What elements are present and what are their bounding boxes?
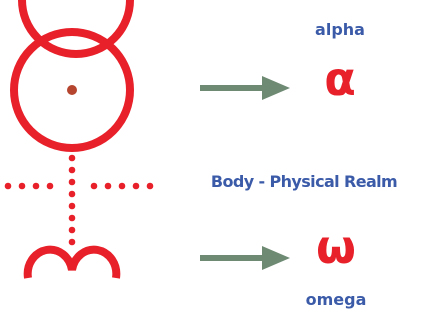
double-arch bbox=[23, 245, 121, 279]
main-circle bbox=[10, 28, 134, 152]
bottom-arrow bbox=[200, 246, 290, 270]
top-arrow bbox=[200, 76, 290, 100]
horizontal-dotted-line bbox=[4, 182, 154, 190]
label-body-physical-realm: Body - Physical Realm bbox=[210, 172, 398, 191]
vertical-dotted-line bbox=[68, 154, 76, 246]
label-alpha: alpha bbox=[315, 20, 365, 39]
crescent-arc bbox=[18, 0, 134, 58]
center-dot bbox=[67, 85, 77, 95]
omega-glyph: ω bbox=[316, 220, 356, 274]
alpha-glyph: α bbox=[324, 52, 356, 106]
label-omega: omega bbox=[305, 290, 367, 309]
